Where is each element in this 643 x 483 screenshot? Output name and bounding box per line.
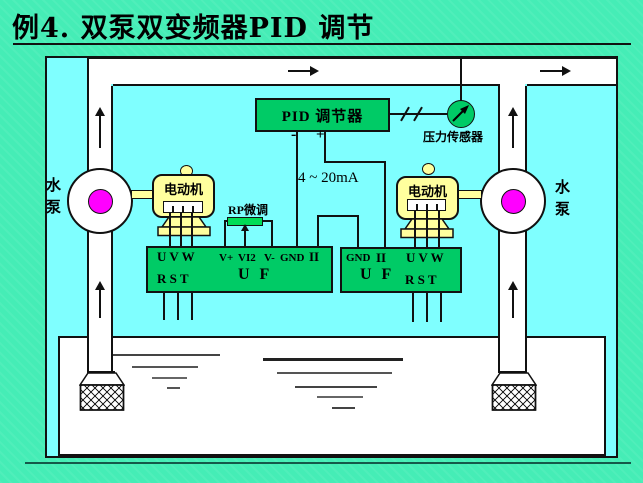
motor-wire bbox=[180, 213, 182, 246]
motor-wire bbox=[438, 211, 440, 247]
pump-right-label: 水泵 bbox=[553, 179, 569, 223]
pot-wire bbox=[262, 220, 273, 222]
pipe-wall bbox=[87, 371, 115, 373]
pot-wiper-arrow-icon bbox=[241, 224, 249, 231]
inverter-left-terminal-vminus: V- bbox=[264, 252, 275, 264]
flow-arrow-up-icon bbox=[99, 116, 101, 148]
flow-arrow-up-icon bbox=[508, 107, 518, 116]
panel-shadow-line bbox=[25, 462, 631, 464]
inverter-right-terminal-gnd: GND bbox=[346, 252, 371, 264]
signal-wire-minus bbox=[296, 132, 298, 246]
flow-arrow-up-icon bbox=[512, 116, 514, 148]
inverter-right-terminal-ii: II bbox=[376, 250, 387, 265]
water-ripple bbox=[132, 366, 198, 368]
power-wire bbox=[177, 293, 179, 320]
inverter-left-terminal-rst: R S T bbox=[157, 271, 189, 286]
pump-housing-right bbox=[480, 168, 546, 234]
pot-wiper-wire bbox=[244, 230, 246, 246]
motor-wire bbox=[169, 213, 171, 246]
motor-base-left bbox=[157, 216, 211, 237]
water-ripple bbox=[277, 372, 392, 374]
motor-knob-right bbox=[422, 163, 435, 175]
inverter-left-box bbox=[146, 246, 333, 293]
rp-trimmer-label: RP微调 bbox=[228, 203, 268, 217]
inverter-right-box bbox=[340, 247, 462, 293]
flow-arrow-right-icon bbox=[288, 70, 310, 72]
foot-valve-strainer-right bbox=[491, 372, 537, 411]
power-wire bbox=[412, 293, 414, 322]
terminal-tick bbox=[436, 204, 438, 210]
flow-arrow-up-icon bbox=[99, 290, 101, 318]
pipe-wall bbox=[113, 84, 500, 86]
water-ripple bbox=[167, 387, 180, 389]
loop-bridge-wire bbox=[357, 215, 359, 247]
pipe-wall bbox=[88, 57, 618, 59]
motor-shaft-right bbox=[456, 190, 482, 199]
inverter-right-terminal-rst: R S T bbox=[405, 272, 437, 287]
flow-arrow-up-icon bbox=[95, 107, 105, 116]
pump-left-label: 水泵 bbox=[44, 177, 60, 221]
flow-arrow-right-icon bbox=[540, 70, 562, 72]
pid-plus-label: + bbox=[316, 127, 325, 143]
power-wire bbox=[191, 293, 193, 320]
terminal-tick bbox=[172, 206, 174, 212]
pump-impeller-left bbox=[88, 189, 113, 214]
inverter-left-terminal-ii: II bbox=[309, 249, 320, 264]
pid-controller-box: PID 调节器 bbox=[255, 98, 390, 132]
motor-left-label: 电动机 bbox=[163, 182, 203, 197]
pid-minus-label: - bbox=[291, 126, 297, 143]
pipe-wall bbox=[527, 84, 618, 86]
loop-bridge-wire bbox=[317, 215, 319, 246]
signal-range-label: 4 ~ 20mA bbox=[298, 170, 359, 186]
terminal-tick bbox=[192, 206, 194, 212]
inverter-left-terminal-uvw: U V W bbox=[157, 249, 195, 264]
flow-arrow-right-icon bbox=[562, 66, 571, 76]
water-ripple bbox=[317, 396, 363, 398]
terminal-tick bbox=[182, 206, 184, 212]
flow-arrow-up-icon bbox=[512, 290, 514, 318]
pressure-sensor-label: 压力传感器 bbox=[423, 130, 484, 144]
pipe-wall bbox=[499, 371, 527, 373]
inverter-right-terminal-uvw: U V W bbox=[406, 250, 444, 265]
slide-title: 例4. 双泵双变频器PID 调节 bbox=[12, 13, 375, 44]
signal-wire-plus bbox=[324, 161, 386, 163]
inverter-left-name: U F bbox=[238, 266, 273, 283]
foot-valve-strainer-left bbox=[79, 372, 125, 411]
motor-wire bbox=[414, 211, 416, 247]
power-wire bbox=[426, 293, 428, 322]
pot-wire bbox=[224, 220, 226, 246]
flow-arrow-right-icon bbox=[310, 66, 319, 76]
inverter-right-name: U F bbox=[360, 266, 395, 283]
pump-impeller-right bbox=[501, 189, 526, 214]
title-underline bbox=[13, 43, 631, 45]
water-ripple bbox=[295, 386, 377, 388]
sensor-tap-line bbox=[460, 59, 462, 101]
motor-wire bbox=[191, 213, 193, 246]
flow-arrow-up-icon bbox=[95, 281, 105, 290]
flow-arrow-up-icon bbox=[508, 281, 518, 290]
water-ripple bbox=[263, 358, 403, 361]
terminal-tick bbox=[416, 204, 418, 210]
power-wire bbox=[163, 293, 165, 320]
motor-wire bbox=[426, 211, 428, 247]
inverter-left-terminal-vplus: V+ bbox=[219, 252, 234, 264]
motor-right-label: 电动机 bbox=[407, 184, 447, 199]
inverter-left-terminal-vi2: VI2 bbox=[238, 252, 256, 264]
water-ripple bbox=[332, 407, 355, 409]
water-ripple bbox=[152, 377, 187, 379]
terminal-tick bbox=[426, 204, 428, 210]
water-ripple bbox=[113, 354, 220, 356]
sensor-needle-icon bbox=[452, 105, 469, 122]
supply-pipe-top bbox=[89, 59, 616, 84]
loop-bridge-wire bbox=[317, 215, 359, 217]
pot-wire bbox=[271, 220, 273, 246]
power-wire bbox=[440, 293, 442, 322]
signal-wire-plus bbox=[384, 161, 386, 247]
pressure-sensor bbox=[447, 100, 475, 128]
signal-wire-plus bbox=[324, 132, 326, 163]
inverter-left-terminal-gnd: GND bbox=[280, 252, 305, 264]
